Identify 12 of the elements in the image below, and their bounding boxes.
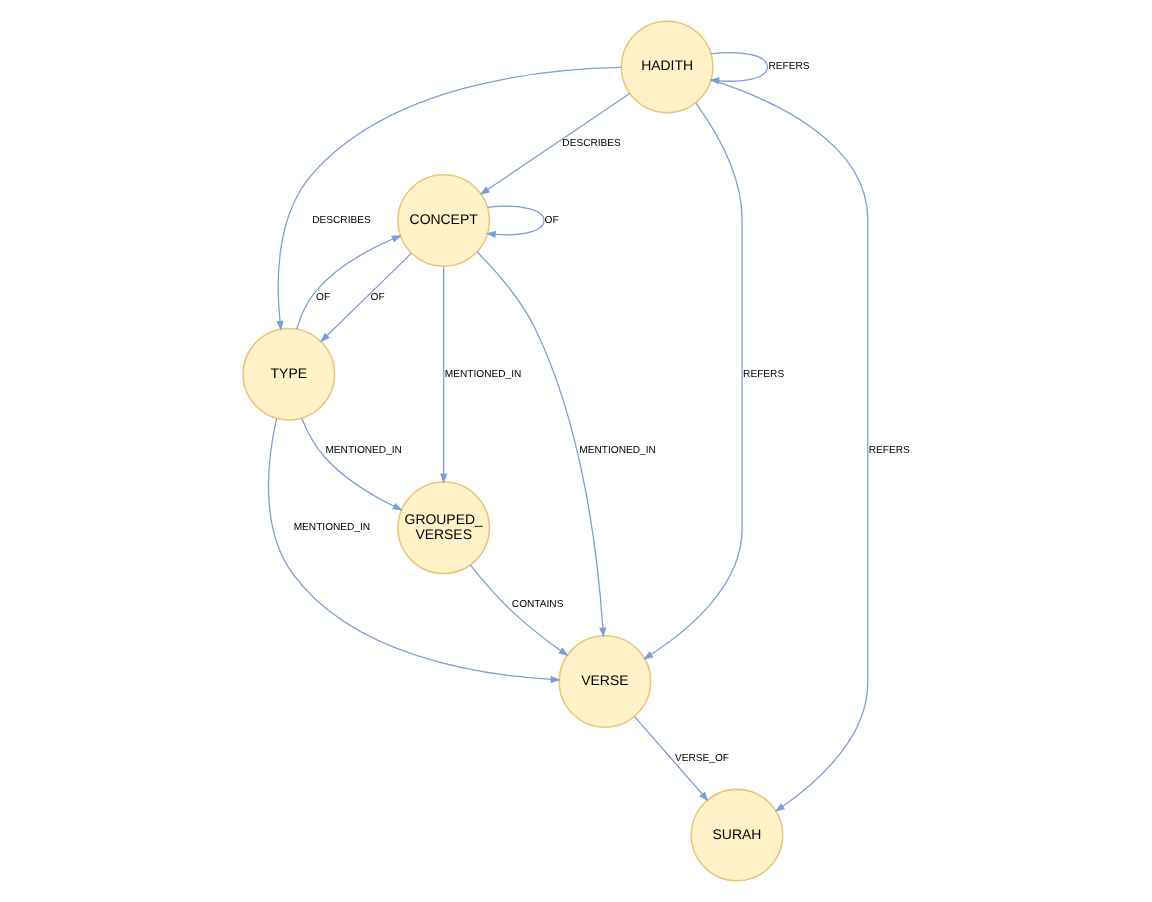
arrow bbox=[468, 564, 568, 657]
arrow bbox=[475, 251, 606, 638]
arrow bbox=[478, 92, 630, 195]
arrow bbox=[642, 102, 742, 660]
arrow bbox=[319, 252, 412, 343]
arrow bbox=[439, 265, 447, 484]
arrow bbox=[275, 66, 622, 332]
arrow bbox=[484, 205, 544, 238]
arrow bbox=[266, 417, 560, 683]
arrow bbox=[632, 716, 708, 802]
arrow bbox=[295, 235, 401, 330]
arrow bbox=[300, 417, 402, 511]
